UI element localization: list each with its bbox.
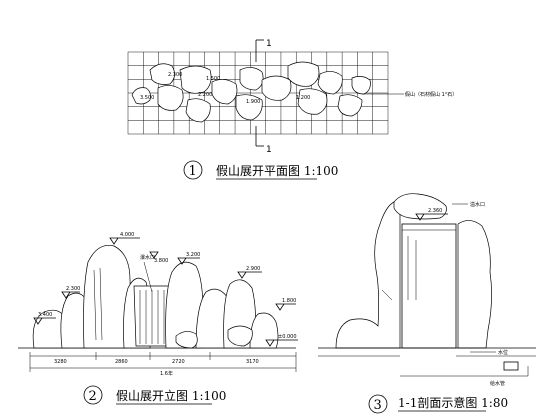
plan-label: 1.900	[246, 99, 260, 105]
plan-section-line: 1 1	[255, 39, 272, 155]
plan-circle-marker	[183, 160, 203, 180]
plan-rock	[287, 61, 320, 87]
plan-circle-number: 1	[189, 164, 197, 179]
dimension-lines: 3280 2860 2720 3170 1.6年	[29, 352, 297, 377]
plan-rock	[185, 98, 211, 123]
elevation-circle-marker	[83, 385, 103, 405]
section-view: 2.360 溢水口 水位 给水管 3 1-1剖面示意图 1:80	[318, 193, 536, 414]
plan-view: 1 1 2.300 1.500 3.500 2.200 1.900 1.200 …	[127, 39, 457, 180]
plan-rock	[317, 71, 343, 95]
elevation-label: 3.400	[38, 312, 52, 318]
elevation-label: 3.200	[186, 252, 200, 258]
section-rock-right	[457, 220, 492, 349]
section-rock-left	[335, 201, 401, 349]
dimension-label: 3280	[54, 359, 67, 365]
elevation-markers: 4.000 3.200 3.800 2.900 2.300 1.800 3.40…	[33, 232, 298, 347]
plan-label: 1.200	[296, 95, 310, 101]
section-mark-bottom: 1	[266, 145, 272, 155]
section-outlet-label: 溢水口	[470, 201, 485, 208]
elevation-label: 2.300	[66, 286, 80, 292]
section-water-label: 水位	[498, 349, 508, 356]
plan-title: 假山展开平面图 1:100	[216, 164, 338, 178]
elevation-label: 1.800	[282, 298, 296, 304]
section-pump	[503, 361, 519, 371]
plan-rock	[131, 87, 151, 105]
plan-label: 2.300	[168, 72, 182, 78]
plan-rock	[351, 76, 371, 95]
elevation-rock	[175, 331, 198, 349]
plan-label: 2.200	[198, 92, 212, 98]
plan-labels: 2.300 1.500 3.500 2.200 1.900 1.200	[140, 72, 310, 105]
plan-rock	[211, 79, 238, 105]
section-pipe-label: 给水管	[490, 380, 505, 387]
elevation-label: ±0.000	[278, 334, 297, 340]
plan-label: 1.500	[206, 76, 220, 82]
section-elevation-marker	[415, 213, 448, 221]
waterfall-label: 瀑水口	[140, 254, 155, 261]
plan-rock	[239, 67, 264, 91]
section-water-chamber	[401, 223, 457, 349]
elevation-rock	[249, 312, 279, 349]
plan-rock	[261, 75, 292, 101]
section-mark-top: 1	[266, 39, 272, 49]
total-dimension-label: 1.6年	[160, 370, 173, 377]
elevation-circle-number: 2	[89, 389, 97, 404]
dimension-label: 2860	[115, 359, 128, 365]
waterfall-lines	[93, 267, 165, 344]
plan-rock	[157, 85, 184, 111]
section-circle-marker	[368, 394, 388, 414]
plan-rocks	[131, 61, 371, 123]
section-title: 1-1剖面示意图 1:80	[398, 395, 508, 410]
section-elevation-label: 2.360	[428, 208, 442, 214]
section-rock-top	[393, 193, 447, 220]
elevation-title: 假山展开立图 1:100	[116, 388, 226, 403]
section-circle-number: 3	[374, 398, 382, 413]
elevation-view: 4.000 3.200 3.800 2.900 2.300 1.800 3.40…	[18, 232, 298, 405]
plan-note: 假山（石材假山 1°石）	[405, 91, 457, 98]
plan-rock	[337, 94, 363, 117]
elevation-label: 3.800	[154, 258, 168, 264]
elevation-label: 2.900	[246, 266, 260, 272]
elevation-label: 4.000	[120, 232, 134, 238]
plan-rock	[297, 88, 328, 115]
dimension-label: 3170	[246, 359, 259, 365]
plan-rock	[179, 65, 212, 94]
plan-label: 3.500	[140, 95, 154, 101]
plan-rock	[235, 94, 263, 121]
plan-rock	[149, 63, 175, 85]
section-pipe	[400, 366, 529, 377]
elevation-rock	[227, 325, 253, 347]
dimension-label: 2720	[172, 359, 185, 365]
waterfall-leader	[143, 261, 153, 293]
